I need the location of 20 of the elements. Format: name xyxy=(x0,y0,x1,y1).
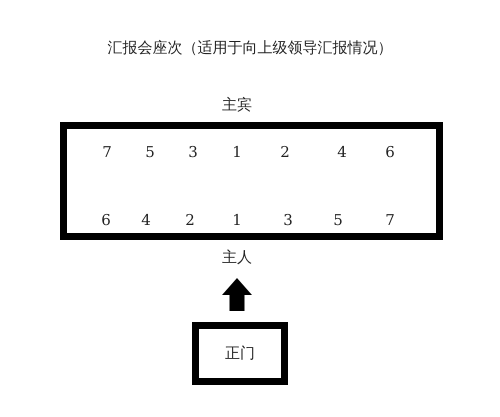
seat-number: 3 xyxy=(188,143,198,161)
seat-number: 2 xyxy=(280,143,290,161)
arrow xyxy=(222,278,252,311)
seat-number: 1 xyxy=(232,211,242,229)
seat-number: 4 xyxy=(141,211,151,229)
guest-label: 主宾 xyxy=(222,96,252,114)
seat-number: 1 xyxy=(232,143,242,161)
seat-number: 3 xyxy=(283,211,293,229)
seat-number: 7 xyxy=(102,143,112,161)
door-box: 正门 xyxy=(192,322,288,385)
seat-number: 2 xyxy=(185,211,195,229)
seat-number: 5 xyxy=(333,211,343,229)
seat-number: 5 xyxy=(145,143,155,161)
diagram-title: 汇报会座次（适用于向上级领导汇报情况） xyxy=(108,38,392,58)
seat-number: 6 xyxy=(101,211,111,229)
conference-table xyxy=(60,122,443,240)
seat-number: 7 xyxy=(385,211,395,229)
seat-number: 4 xyxy=(337,143,347,161)
host-label: 主人 xyxy=(217,245,257,269)
seat-number: 6 xyxy=(385,143,395,161)
